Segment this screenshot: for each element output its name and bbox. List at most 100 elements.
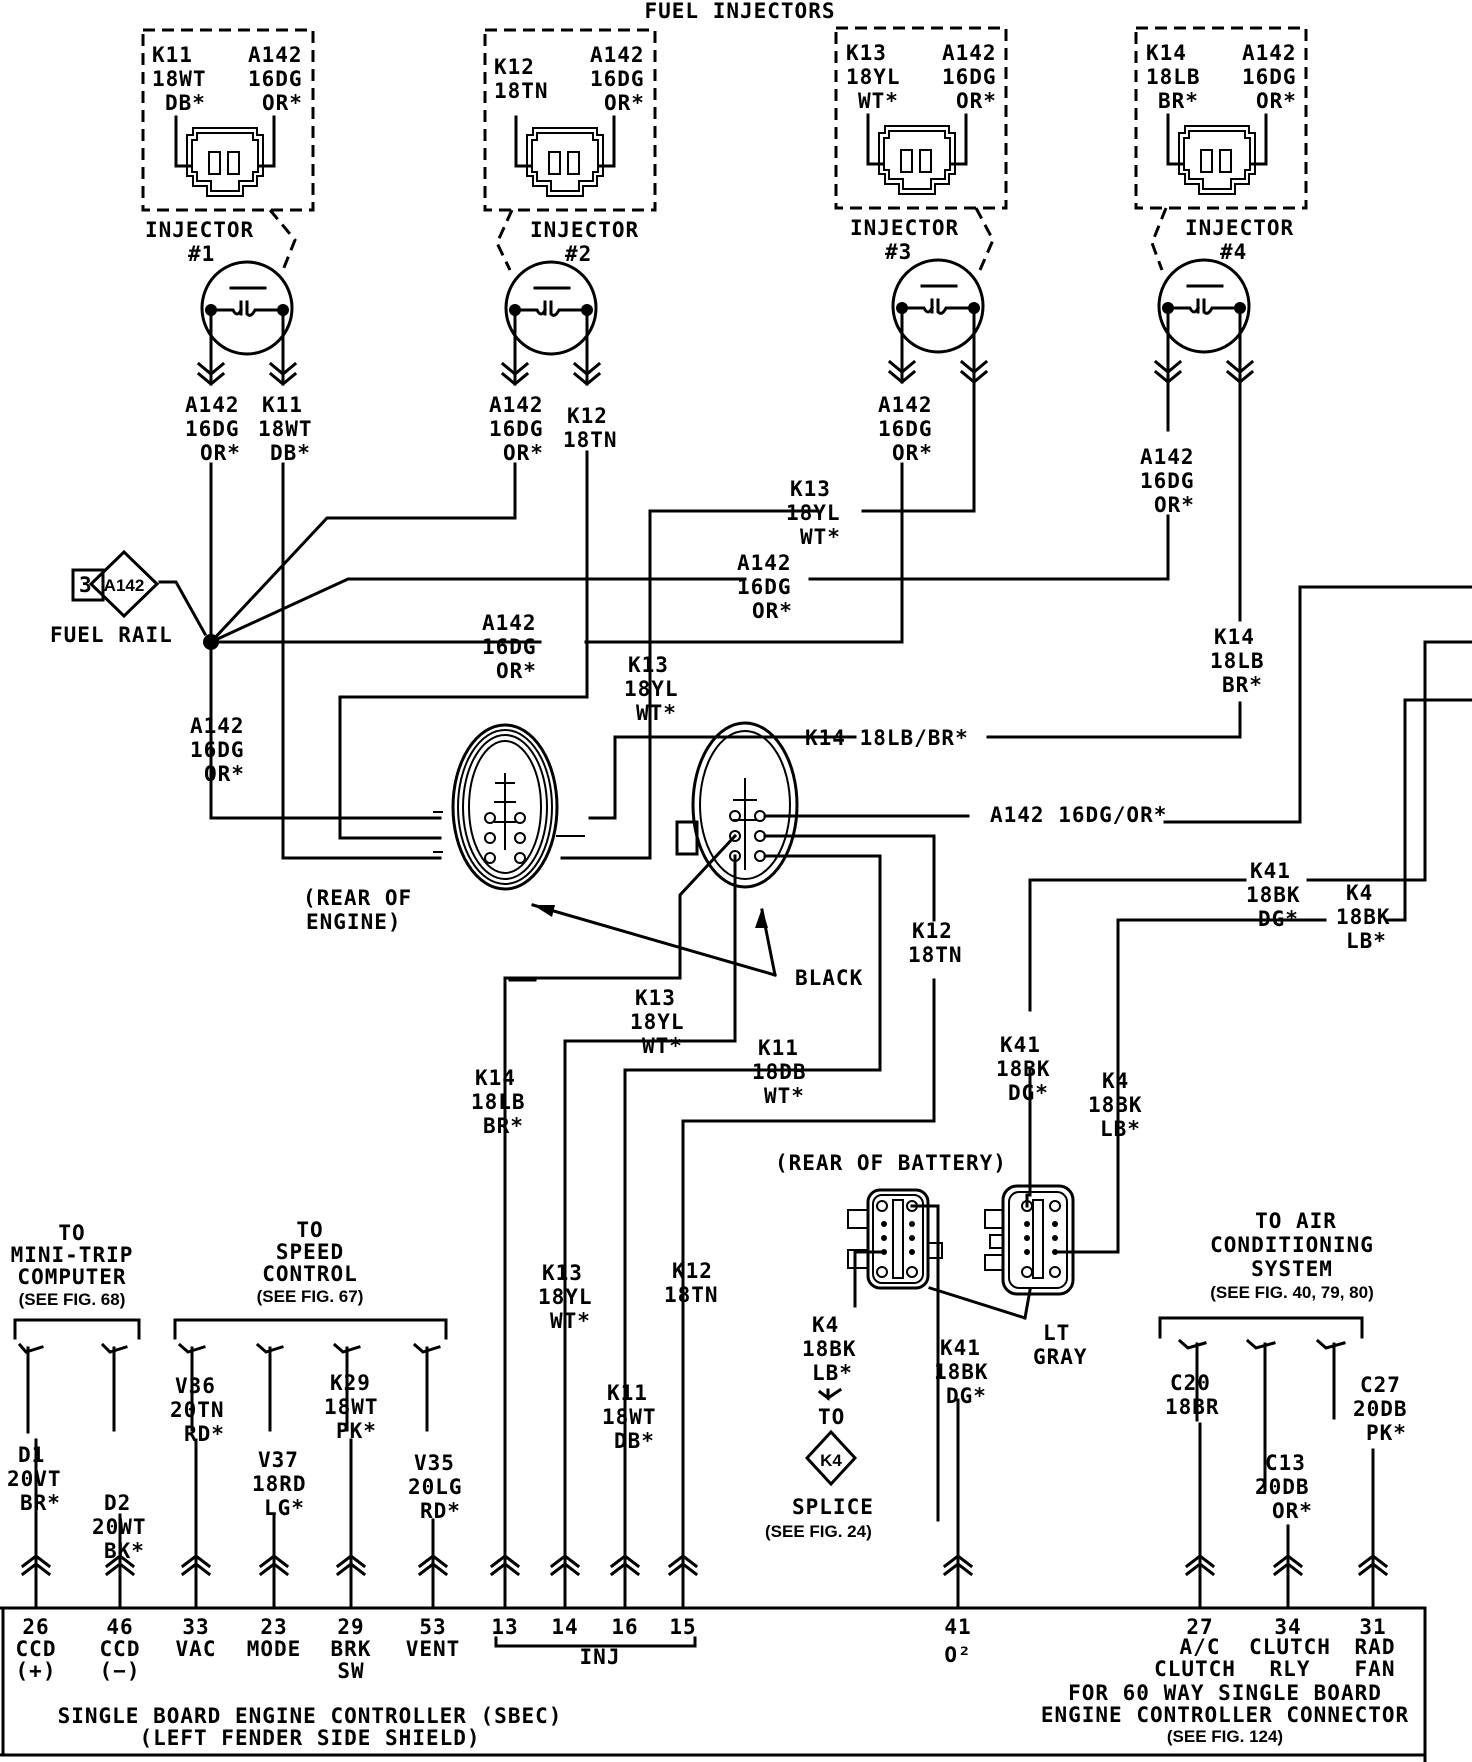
wire-label: COMPUTER (17, 1265, 126, 1289)
wire-label: K12 (912, 919, 953, 943)
wire-label: (+) (16, 1659, 57, 1683)
wire-label: D2 (104, 1491, 131, 1515)
sbec-subtitle: (LEFT FENDER SIDE SHIELD) (139, 1726, 480, 1750)
pin-number: 31 (1359, 1615, 1386, 1639)
wire-label: K14 (1214, 625, 1255, 649)
wire-label: A142 (1140, 445, 1195, 469)
wire-label: V36 (175, 1374, 216, 1398)
wire-label: (REAR OF BATTERY) (775, 1151, 1007, 1175)
wire-label: OR* (892, 441, 933, 465)
pin-number: 46 (106, 1615, 133, 1639)
wire-label: A142 (248, 43, 303, 67)
injector-plug-icon (514, 115, 616, 198)
wire-label: A142 (104, 576, 145, 595)
wire-label: K4 (812, 1313, 839, 1337)
wire-label: SPEED (276, 1240, 344, 1264)
wire-label: INJECTOR (850, 216, 959, 240)
wire-label: 16DG (248, 67, 303, 91)
injector-3-connector: K13 18YL WT* A142 16DG OR* (834, 26, 1008, 210)
diagram-title: FUEL INJECTORS (644, 0, 835, 23)
wire-label: WT* (550, 1309, 591, 1333)
wire-label: K12 (672, 1259, 713, 1283)
wire-label: 18YL (538, 1285, 593, 1309)
wire-label: PK* (336, 1419, 377, 1443)
injector-4: INJECTOR #4 (1150, 207, 1294, 384)
pin-number: 13 (491, 1615, 518, 1639)
wire-label: K11 (262, 393, 303, 417)
wire-label: CONTROL (262, 1262, 358, 1286)
wire-label: 18TN (908, 943, 963, 967)
wire-label: MINI-TRIP (11, 1243, 134, 1267)
wire-label: INJECTOR (530, 218, 639, 242)
wire-label: A/C (1180, 1635, 1221, 1659)
pin-number: 27 (1186, 1615, 1213, 1639)
wire-labels-upper: K13 18YL WT* A142 16DG OR* A142 16DG OR*… (190, 477, 1264, 827)
wire-label: OR* (1154, 493, 1195, 517)
wire-label: 18WT (324, 1395, 379, 1419)
wire-label: O² (944, 1643, 971, 1667)
injector-plug-icon (866, 113, 968, 196)
wire-label: 18LB (1146, 65, 1201, 89)
wire-label: OR* (752, 599, 793, 623)
wire-label: 18TN (664, 1283, 719, 1307)
wire-label: A142 (590, 43, 645, 67)
wire-label: LB* (1100, 1117, 1141, 1141)
wire-label: 20DB (1353, 1397, 1408, 1421)
pin-number: 34 (1274, 1615, 1301, 1639)
wire-label: OR* (204, 762, 245, 786)
wire-label: PK* (1366, 1421, 1407, 1445)
pin-number: 15 (669, 1615, 696, 1639)
wire-label: (SEE FIG. 24) (765, 1522, 872, 1541)
wire-label: 18BR (1165, 1395, 1220, 1419)
wire-label: K41 (940, 1336, 981, 1360)
wire-label: CCD (16, 1637, 57, 1661)
wire-label: INJECTOR (1185, 216, 1294, 240)
wire-label: 16DG (1140, 469, 1195, 493)
wire-label: K11 (758, 1036, 799, 1060)
wire-label: TO (58, 1221, 85, 1245)
wire-label: 16DG (737, 575, 792, 599)
wire-label: BR* (20, 1491, 61, 1515)
wire-label: C20 (1170, 1371, 1211, 1395)
wire-label: CONDITIONING (1210, 1233, 1374, 1257)
wire-label: K11 (607, 1381, 648, 1405)
wire-label: WT* (764, 1084, 805, 1108)
wire-label: A142 (942, 41, 997, 65)
wire-label: 16DG (878, 417, 933, 441)
wire-label: #3 (885, 240, 912, 264)
wire-label: ENGINE) (306, 910, 402, 934)
wire-label: K41 (1250, 859, 1291, 883)
wire-label: 16DG (489, 417, 544, 441)
wire-label: RAD (1355, 1635, 1396, 1659)
wire-label: BLACK (795, 966, 863, 990)
wire-label: LB* (1346, 929, 1387, 953)
pin-number: 29 (337, 1615, 364, 1639)
injector-2-connector: K12 18TN A142 16DG OR* (483, 28, 657, 212)
wire-label: 20TN (170, 1398, 225, 1422)
wire-label: K14 18LB/BR* (805, 726, 969, 750)
wire-label: 18BK (802, 1337, 857, 1361)
injector-1: INJECTOR #1 (145, 209, 297, 386)
wire-label: DG* (1258, 907, 1299, 931)
wire-label: K12 (494, 55, 535, 79)
wire-label: OR* (1256, 89, 1297, 113)
wire-label: OR* (604, 91, 645, 115)
wire-label: 18BK (1246, 883, 1301, 907)
wire-label: DG* (946, 1384, 987, 1408)
wire-label: BR* (1222, 673, 1263, 697)
wire-label: RD* (420, 1499, 461, 1523)
wire-label: SW (337, 1659, 364, 1683)
wire-label: 18WT (602, 1405, 657, 1429)
wire-label: 16DG (590, 67, 645, 91)
wire-label: #1 (188, 242, 215, 266)
connector-chevrons (21, 1554, 1388, 1576)
wire-label: WT* (636, 701, 677, 725)
wire-label: FAN (1355, 1657, 1396, 1681)
wire-label: OR* (956, 89, 997, 113)
wire-label: OR* (496, 659, 537, 683)
wire-label: (REAR OF (303, 886, 412, 910)
wire-label: 18WT (258, 417, 313, 441)
wire-label: K13 (542, 1261, 583, 1285)
wire-label: DB* (614, 1429, 655, 1453)
wire-label: 18LB (471, 1090, 526, 1114)
